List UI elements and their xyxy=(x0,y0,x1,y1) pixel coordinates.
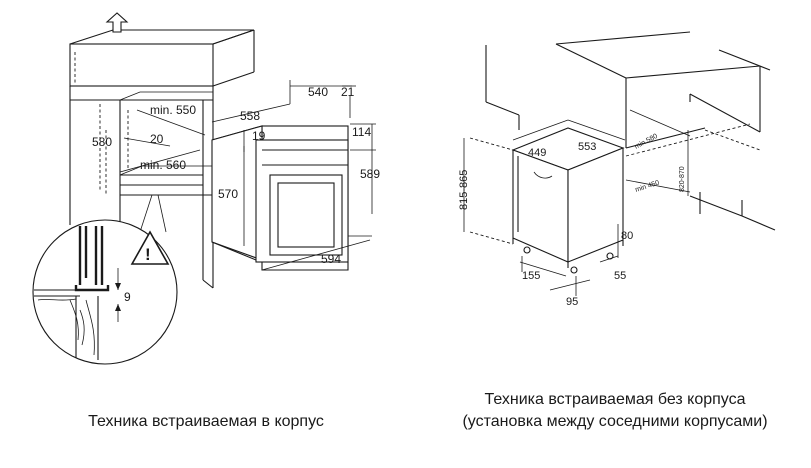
cabinet-illustration xyxy=(69,29,255,289)
warning-icon: ! xyxy=(130,230,170,265)
dim-plinth-height: 80 xyxy=(621,230,633,242)
dim-oven-width-front: 558 xyxy=(240,109,260,123)
dim-detail-gap: 9 xyxy=(124,290,131,304)
dim-oven-total-height: 589 xyxy=(360,167,380,181)
oven-dimensions: 558 540 21 19 570 114 589 594 xyxy=(211,80,380,271)
dim-foot-offset: 155 xyxy=(522,270,540,282)
detail-magnifier: 9 xyxy=(32,194,178,365)
cabinet-dimensions: min. 550 580 20 min. 560 xyxy=(92,103,206,173)
dim-vent-gap: 20 xyxy=(150,132,164,146)
dim-oven-depth: 540 xyxy=(308,85,328,99)
dim-oven-height-front: 570 xyxy=(218,187,238,201)
dim-panel-height: 114 xyxy=(352,125,371,139)
countertop-illustration xyxy=(485,31,776,231)
dim-plinth-height-range: 820-870 xyxy=(679,166,686,192)
dim-appliance-width: 449 xyxy=(528,147,546,159)
svg-text:!: ! xyxy=(145,245,151,264)
dim-appliance-depth: 553 xyxy=(578,141,596,153)
dim-foot-depth: 55 xyxy=(614,270,626,282)
dishwasher-illustration xyxy=(469,127,625,274)
caption-built-in-cabinet: Техника встраиваемая в корпус xyxy=(88,413,324,430)
dim-niche-width-min: min 450 xyxy=(634,180,660,194)
dim-oven-front-thickness: 21 xyxy=(341,85,355,99)
dim-cabinet-height: 580 xyxy=(92,135,112,149)
dim-control-offset: 19 xyxy=(252,129,266,143)
caption-between-cabinets-line1: Техника встраиваемая без корпуса xyxy=(484,391,746,408)
ventilation-arrow-icon xyxy=(105,12,129,33)
dim-cabinet-width-min: min. 560 xyxy=(140,158,186,172)
dim-height-range: 815-865 xyxy=(458,170,470,210)
dim-oven-total-width: 594 xyxy=(321,252,341,266)
dishwasher-dimensions: 449 553 815-865 min 580 820-870 min 450 … xyxy=(458,109,691,308)
caption-between-cabinets: Техника встраиваемая без корпуса (устано… xyxy=(430,389,800,433)
oven-illustration xyxy=(211,125,349,271)
caption-between-cabinets-line2: (установка между соседними корпусами) xyxy=(462,413,768,430)
dim-foot-inset: 95 xyxy=(566,296,578,308)
dim-cabinet-depth-min: min. 550 xyxy=(150,103,196,117)
